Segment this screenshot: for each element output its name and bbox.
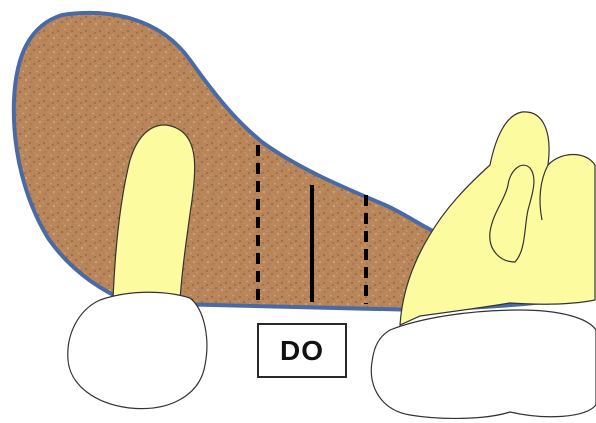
left-tooth-crown [68, 292, 207, 408]
right-tooth-crown [371, 310, 596, 418]
do-label-box: DO [257, 323, 347, 378]
right-tooth-roots [400, 112, 595, 325]
do-label: DO [280, 335, 324, 367]
